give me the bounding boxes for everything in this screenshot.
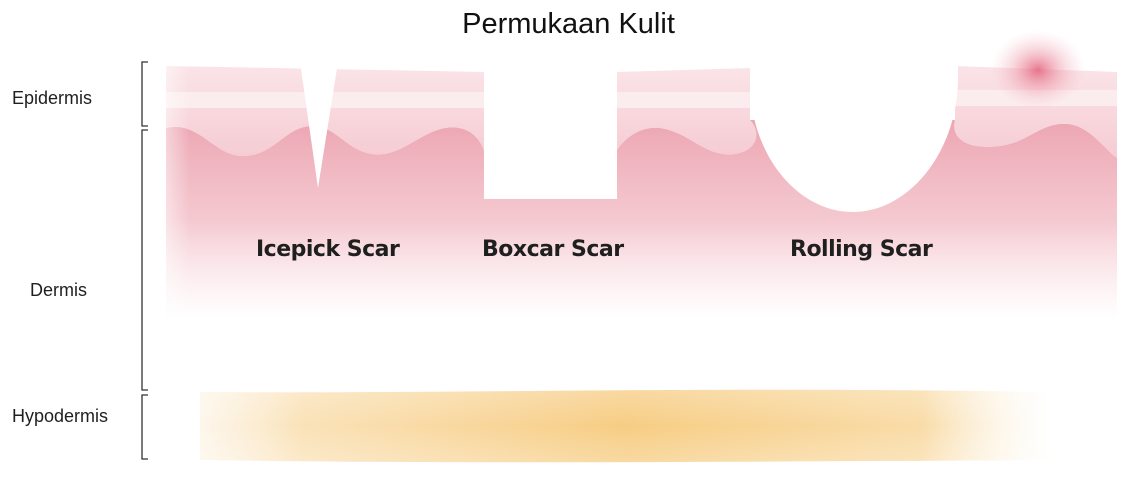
hypodermis-soft-edge (200, 388, 1060, 464)
boxcar-scar (484, 60, 617, 199)
dermis-bracket (141, 129, 148, 391)
dermis-layer (166, 120, 1117, 320)
hypodermis-bracket (141, 394, 148, 460)
dermis-label: Dermis (30, 280, 87, 300)
boxcar-scar-label: Boxcar Scar (482, 237, 624, 262)
page-title: Permukaan Kulit (462, 8, 675, 40)
epidermis-bracket (141, 61, 148, 127)
icepick-scar-label: Icepick Scar (256, 237, 400, 262)
rolling-scar (749, 56, 958, 212)
epidermis-label: Epidermis (12, 88, 93, 108)
inflammation-spot (990, 30, 1086, 110)
epidermis-layer-middle (617, 68, 757, 155)
hypodermis-label: Hypodermis (12, 406, 109, 426)
epidermis-band-2 (617, 92, 750, 108)
left-edge-fade (160, 60, 190, 330)
icepick-scar (300, 62, 338, 188)
rolling-scar-label: Rolling Scar (790, 237, 933, 262)
